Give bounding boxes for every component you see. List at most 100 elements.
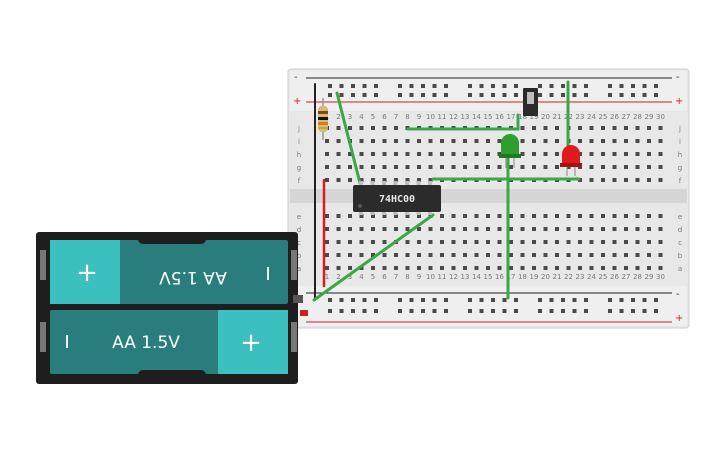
hole-rail-0-18[interactable] xyxy=(572,84,577,88)
hole-bottom-d20[interactable] xyxy=(543,227,548,231)
hole-bottom-a25[interactable] xyxy=(601,266,605,270)
hole-bottom-c5[interactable] xyxy=(371,240,375,244)
hole-rail-1-13[interactable] xyxy=(502,93,507,97)
hole-rail-1-14[interactable] xyxy=(514,93,518,97)
hole-bottom-a19[interactable] xyxy=(532,266,536,270)
hole-rail-1-16[interactable] xyxy=(549,93,554,97)
hole-rail-2-19[interactable] xyxy=(584,298,588,302)
hole-rail-0-2[interactable] xyxy=(351,84,355,88)
hole-bottom-b21[interactable] xyxy=(555,253,559,257)
hole-top-i28[interactable] xyxy=(635,139,640,143)
hole-bottom-b14[interactable] xyxy=(474,253,479,257)
hole-top-g5[interactable] xyxy=(371,165,375,169)
hole-top-h3[interactable] xyxy=(348,152,352,156)
hole-top-g19[interactable] xyxy=(532,165,536,169)
hole-top-h15[interactable] xyxy=(486,152,490,156)
hole-bottom-d7[interactable] xyxy=(394,227,398,231)
hole-bottom-e21[interactable] xyxy=(555,214,559,218)
hole-rail-2-10[interactable] xyxy=(468,298,472,302)
hole-top-g13[interactable] xyxy=(463,165,467,169)
hole-bottom-a22[interactable] xyxy=(566,266,571,270)
hole-top-i11[interactable] xyxy=(440,139,444,143)
hole-rail-1-5[interactable] xyxy=(398,93,402,97)
hole-bottom-a15[interactable] xyxy=(486,266,490,270)
hole-top-i12[interactable] xyxy=(451,139,456,143)
hole-top-g4[interactable] xyxy=(359,165,364,169)
hole-bottom-c20[interactable] xyxy=(543,240,548,244)
hole-top-j28[interactable] xyxy=(635,126,640,130)
hole-rail-0-3[interactable] xyxy=(362,84,367,88)
hole-top-i27[interactable] xyxy=(624,139,628,143)
hole-bottom-a18[interactable] xyxy=(520,266,525,270)
hole-bottom-b16[interactable] xyxy=(497,253,502,257)
hole-bottom-b15[interactable] xyxy=(486,253,490,257)
hole-bottom-e13[interactable] xyxy=(463,214,467,218)
hole-bottom-c26[interactable] xyxy=(612,240,617,244)
hole-top-g2[interactable] xyxy=(336,165,341,169)
hole-top-g11[interactable] xyxy=(440,165,444,169)
battery-cell-bottom[interactable]: I AA 1.5V + xyxy=(50,310,288,382)
hole-bottom-c23[interactable] xyxy=(578,240,582,244)
hole-top-f28[interactable] xyxy=(635,178,640,182)
hole-bottom-c28[interactable] xyxy=(635,240,640,244)
hole-top-i13[interactable] xyxy=(463,139,467,143)
hole-bottom-b30[interactable] xyxy=(658,253,663,257)
hole-rail-2-0[interactable] xyxy=(328,298,332,302)
hole-rail-3-12[interactable] xyxy=(491,309,495,313)
hole-bottom-a12[interactable] xyxy=(451,266,456,270)
hole-top-g6[interactable] xyxy=(382,165,387,169)
hole-bottom-a29[interactable] xyxy=(647,266,651,270)
hole-bottom-e24[interactable] xyxy=(589,214,594,218)
hole-rail-0-16[interactable] xyxy=(549,84,554,88)
hole-rail-0-19[interactable] xyxy=(584,84,588,88)
hole-rail-1-0[interactable] xyxy=(328,93,332,97)
hole-bottom-d30[interactable] xyxy=(658,227,663,231)
hole-top-h10[interactable] xyxy=(428,152,433,156)
hole-bottom-e2[interactable] xyxy=(336,214,341,218)
hole-bottom-a10[interactable] xyxy=(428,266,433,270)
hole-bottom-e3[interactable] xyxy=(348,214,352,218)
hole-bottom-e12[interactable] xyxy=(451,214,456,218)
hole-rail-0-11[interactable] xyxy=(479,84,484,88)
hole-bottom-c30[interactable] xyxy=(658,240,663,244)
hole-rail-2-8[interactable] xyxy=(432,298,437,302)
hole-bottom-e25[interactable] xyxy=(601,214,605,218)
hole-top-h25[interactable] xyxy=(601,152,605,156)
hole-top-g8[interactable] xyxy=(405,165,410,169)
hole-bottom-b12[interactable] xyxy=(451,253,456,257)
hole-top-f2[interactable] xyxy=(336,178,341,182)
hole-rail-3-10[interactable] xyxy=(468,309,472,313)
hole-top-h27[interactable] xyxy=(624,152,628,156)
hole-bottom-e5[interactable] xyxy=(371,214,375,218)
hole-bottom-a30[interactable] xyxy=(658,266,663,270)
hole-bottom-c29[interactable] xyxy=(647,240,651,244)
hole-rail-0-17[interactable] xyxy=(561,84,565,88)
hole-bottom-c16[interactable] xyxy=(497,240,502,244)
hole-top-h21[interactable] xyxy=(555,152,559,156)
hole-top-f10[interactable] xyxy=(428,178,433,182)
hole-bottom-a20[interactable] xyxy=(543,266,548,270)
hole-rail-1-3[interactable] xyxy=(362,93,367,97)
hole-rail-1-8[interactable] xyxy=(432,93,437,97)
hole-bottom-d9[interactable] xyxy=(417,227,421,231)
hole-top-g9[interactable] xyxy=(417,165,421,169)
hole-top-j25[interactable] xyxy=(601,126,605,130)
hole-top-h13[interactable] xyxy=(463,152,467,156)
hole-rail-0-6[interactable] xyxy=(409,84,414,88)
hole-rail-2-21[interactable] xyxy=(619,298,624,302)
hole-top-i24[interactable] xyxy=(589,139,594,143)
hole-rail-1-1[interactable] xyxy=(339,93,344,97)
hole-bottom-a17[interactable] xyxy=(509,266,513,270)
hole-bottom-a21[interactable] xyxy=(555,266,559,270)
hole-bottom-c14[interactable] xyxy=(474,240,479,244)
hole-bottom-a2[interactable] xyxy=(336,266,341,270)
hole-rail-1-2[interactable] xyxy=(351,93,355,97)
hole-rail-0-15[interactable] xyxy=(538,84,542,88)
hole-bottom-b22[interactable] xyxy=(566,253,571,257)
hole-rail-0-22[interactable] xyxy=(631,84,635,88)
hole-top-h4[interactable] xyxy=(359,152,364,156)
hole-top-j6[interactable] xyxy=(382,126,387,130)
hole-top-i4[interactable] xyxy=(359,139,364,143)
hole-bottom-e27[interactable] xyxy=(624,214,628,218)
hole-top-f26[interactable] xyxy=(612,178,617,182)
